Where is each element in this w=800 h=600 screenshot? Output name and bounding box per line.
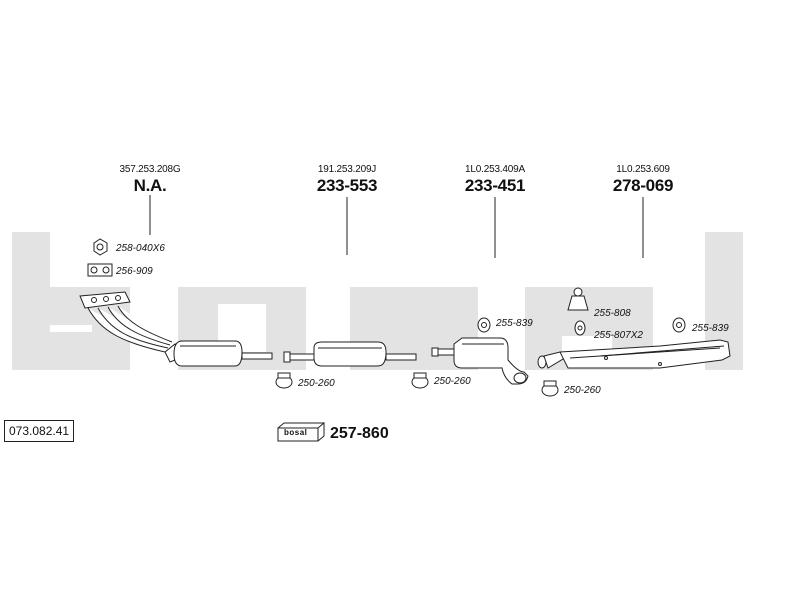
rear-muffler-2 xyxy=(537,339,731,369)
rubber-mount-icon-2 xyxy=(567,287,589,311)
rubber-mount-icon-4 xyxy=(672,317,686,333)
part-number-1: N.A. xyxy=(133,176,167,195)
center-muffler xyxy=(283,341,417,367)
exhaust-manifold xyxy=(79,291,173,353)
part-number-4: 278-069 xyxy=(612,176,674,195)
rear-muffler-1 xyxy=(431,337,529,385)
kit-logo-text: bosal xyxy=(284,428,308,437)
oe-number-1: 357.253.208G xyxy=(119,164,181,175)
rubber-mount-icon-3 xyxy=(574,320,586,336)
accessory-label-gasket: 256-909 xyxy=(116,266,153,277)
accessory-label-mount-3: 255-807X2 xyxy=(594,330,643,341)
gasket-icon xyxy=(87,263,113,277)
accessory-label-mount-2: 255-808 xyxy=(594,308,631,319)
mounting-kit-box-icon xyxy=(277,421,325,442)
oe-number-2: 191.253.209J xyxy=(317,164,377,175)
diagram-code: 073.082.41 xyxy=(4,420,75,442)
accessory-label-nut: 258-040X6 xyxy=(116,243,165,254)
accessory-label-clamp-3: 250-260 xyxy=(564,385,601,396)
accessory-label-clamp-2: 250-260 xyxy=(434,376,471,387)
accessory-label-clamp-1: 250-260 xyxy=(298,378,335,389)
clamp-icon-1 xyxy=(275,372,293,389)
nut-icon xyxy=(93,238,108,256)
front-muffler xyxy=(164,340,273,367)
part-number-3: 233-451 xyxy=(464,176,526,195)
oe-number-4: 1L0.253.609 xyxy=(616,164,670,175)
accessory-label-mount-4: 255-839 xyxy=(692,323,729,334)
oe-number-3: 1L0.253.409A xyxy=(465,164,525,175)
part-number-2: 233-553 xyxy=(316,176,378,195)
kit-part-number: 257-860 xyxy=(330,425,389,442)
accessory-label-mount-1: 255-839 xyxy=(496,318,533,329)
rubber-mount-icon-1 xyxy=(477,317,491,333)
clamp-icon-2 xyxy=(411,372,429,389)
clamp-icon-3 xyxy=(541,380,559,397)
